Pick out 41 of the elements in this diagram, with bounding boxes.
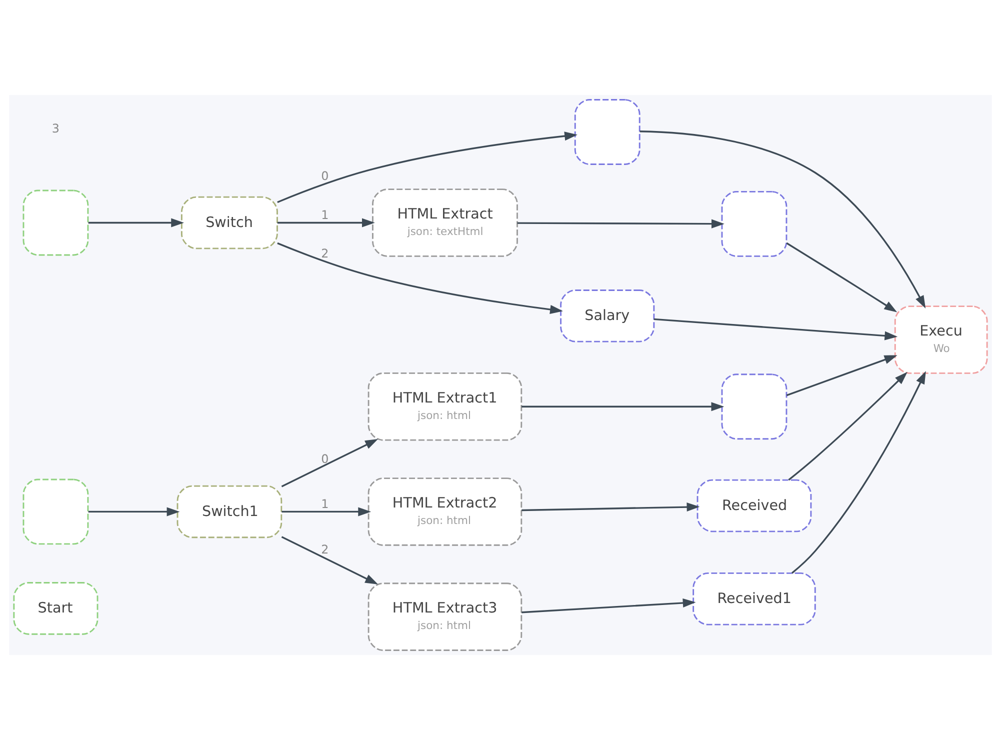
arrow — [786, 355, 897, 396]
node-box — [22, 478, 88, 545]
arrow — [521, 598, 696, 614]
node-box: Salary — [560, 290, 654, 342]
arrow — [788, 372, 907, 481]
arrow — [786, 242, 897, 312]
arrow — [516, 219, 724, 228]
node-box: HTML Extract2 json: html — [367, 478, 522, 546]
node-box: HTML Extract1 json: html — [367, 372, 522, 441]
edge-label: 1 — [320, 497, 328, 512]
edge-label: 0 — [320, 452, 328, 466]
node-box: Received — [696, 479, 812, 532]
node-box — [720, 191, 787, 257]
edge-label: 2 — [320, 542, 328, 557]
arrow — [653, 318, 898, 340]
arrow — [88, 507, 180, 516]
arrow — [521, 502, 700, 512]
node-box: HTML Extract json: textHtml — [372, 188, 518, 257]
arrow — [521, 402, 724, 412]
node-box: HTML Extract3 json: html — [367, 582, 522, 651]
node-box: Received1 — [692, 572, 816, 626]
label: 3 — [51, 122, 60, 136]
node-box: Execu Wo — [894, 306, 988, 374]
arrow — [639, 130, 926, 309]
node-box: Switch1 — [176, 485, 282, 538]
edge-label: 1 — [320, 208, 328, 222]
arrow — [88, 218, 184, 228]
node-box: Switch — [180, 196, 278, 250]
edge-label: 2 — [320, 246, 328, 260]
node-box — [22, 190, 88, 256]
arrow — [276, 218, 374, 228]
node-box — [720, 374, 787, 440]
arrow — [791, 371, 926, 574]
node-box — [574, 99, 640, 165]
node-box: Start — [12, 582, 98, 635]
edge-label: 0 — [320, 168, 328, 183]
arrow — [276, 242, 562, 314]
arrow — [280, 536, 378, 584]
arrow — [276, 132, 577, 203]
arrow — [281, 507, 371, 516]
arrow — [280, 439, 378, 488]
